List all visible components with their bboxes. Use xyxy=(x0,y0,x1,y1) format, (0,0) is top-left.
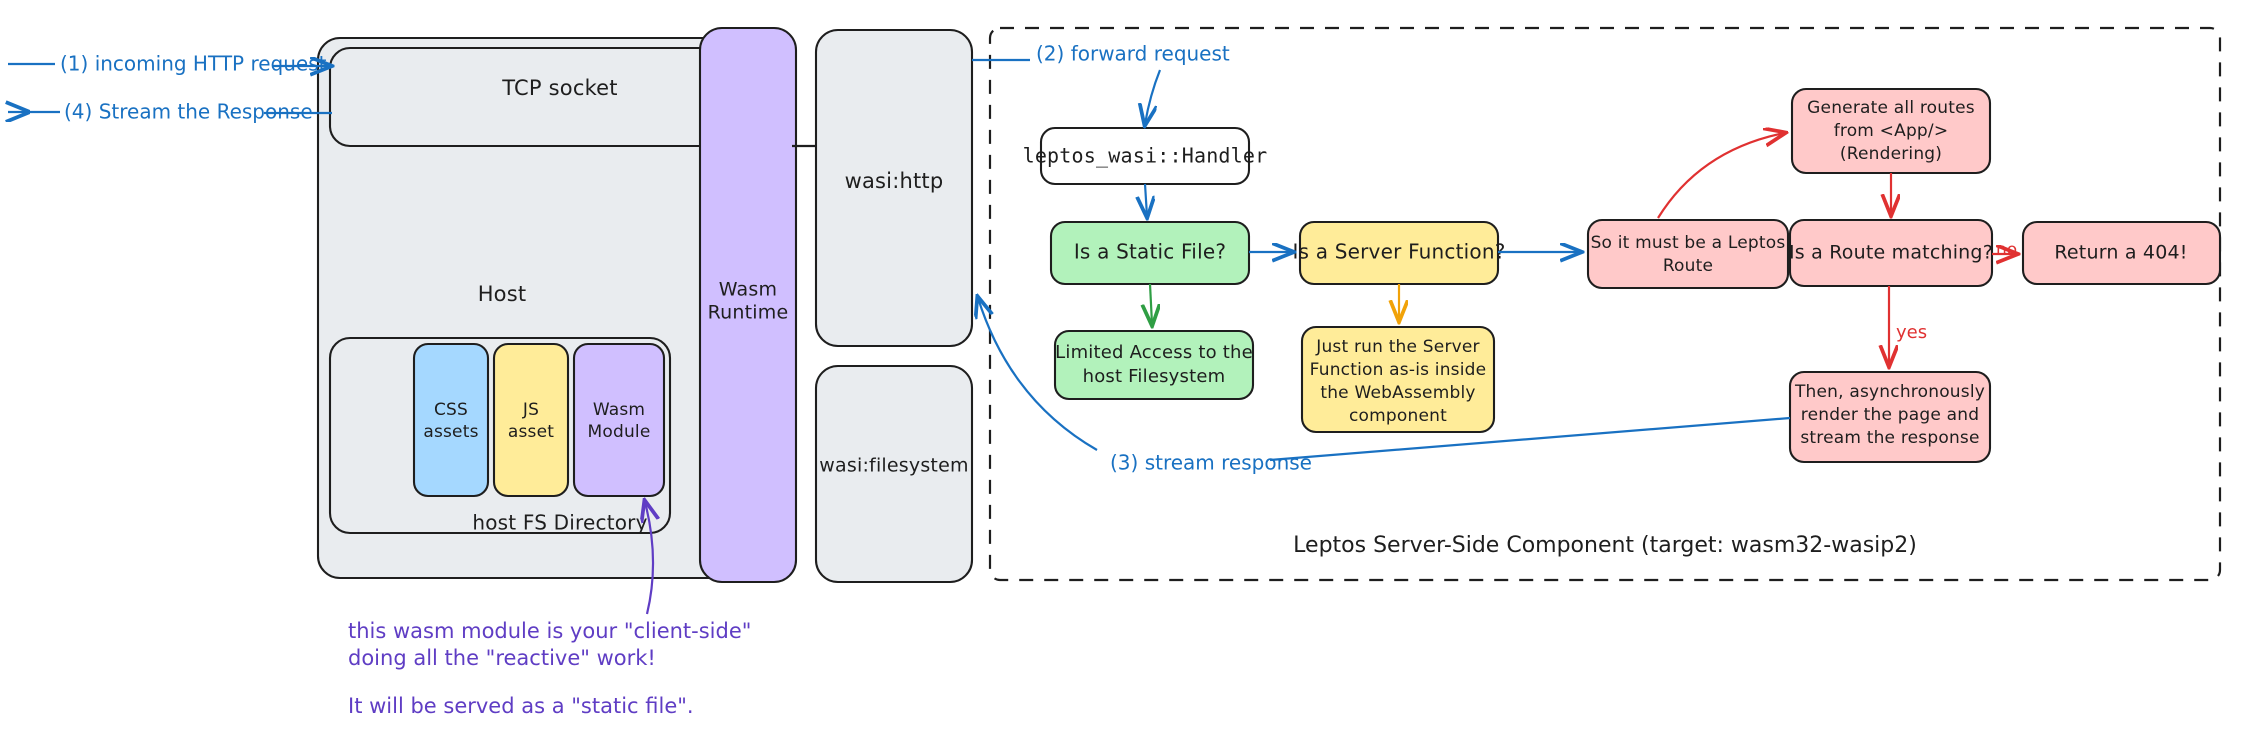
is-server-function-label: Is a Server Function? xyxy=(1292,240,1505,264)
js-asset-node: JS asset xyxy=(492,342,570,498)
wasm-runtime-box xyxy=(698,26,798,584)
async-render-label-1: Then, asynchronously xyxy=(1794,382,1985,402)
limited-access-node: Limited Access to the host Filesystem xyxy=(1053,329,1255,401)
is-server-function-node: Is a Server Function? xyxy=(1292,220,1505,286)
wasi-filesystem-label: wasi:filesystem xyxy=(819,455,968,477)
wasm-runtime-node: Wasm Runtime xyxy=(698,26,798,584)
js-asset-box xyxy=(492,342,570,498)
edge-forward-request: (2) forward request xyxy=(972,42,1230,125)
return-404-label: Return a 404! xyxy=(2054,242,2187,264)
edge-leptos-route-to-generate-routes xyxy=(1657,133,1784,219)
limited-access-label-2: host Filesystem xyxy=(1083,366,1226,387)
async-render-node: Then, asynchronously render the page and… xyxy=(1788,370,1992,464)
is-route-matching-label: Is a Route matching? xyxy=(1789,242,1993,264)
stream-response-curve xyxy=(978,298,1098,451)
edge-route-matching-to-async-render: yes xyxy=(1889,286,1927,365)
wasm-runtime-label-2: Runtime xyxy=(708,302,789,324)
tcp-socket-label: TCP socket xyxy=(501,76,618,100)
just-run-label-2: Function as-is inside xyxy=(1310,360,1487,380)
handler-node: leptos_wasi::Handler xyxy=(1023,126,1268,186)
wasi-filesystem-box xyxy=(814,364,974,584)
stream-response-long-line xyxy=(1269,416,1791,462)
must-be-leptos-route-label-1: So it must be a Leptos xyxy=(1591,233,1786,253)
edge-static-file-to-limited-access xyxy=(1150,283,1152,324)
css-assets-node: CSS assets xyxy=(412,342,490,498)
edge-stream-the-response: (4) Stream the Response xyxy=(8,100,332,124)
just-run-server-function-box xyxy=(1300,325,1496,434)
edge-label-no: no xyxy=(1996,240,2017,260)
leptos-component-caption: Leptos Server-Side Component (target: wa… xyxy=(1293,533,1917,558)
css-assets-label-1: CSS xyxy=(434,400,468,420)
generate-routes-node: Generate all routes from <App/> (Renderi… xyxy=(1790,87,1992,175)
wasm-module-label-2: Module xyxy=(587,422,650,442)
edge-label-yes: yes xyxy=(1896,322,1927,343)
limited-access-label-1: Limited Access to the xyxy=(1055,342,1253,363)
async-render-label-3: stream the response xyxy=(1800,428,1979,448)
generate-routes-label-1: Generate all routes xyxy=(1807,98,1975,118)
js-asset-label-2: asset xyxy=(508,422,554,442)
wasm-module-annotation: this wasm module is your "client-side" d… xyxy=(348,619,751,718)
edge-handler-to-static-file xyxy=(1145,183,1147,216)
wasi-http-node: wasi:http xyxy=(814,28,974,348)
wasi-filesystem-node: wasi:filesystem xyxy=(814,364,974,584)
css-assets-box xyxy=(412,342,490,498)
host-label: Host xyxy=(478,282,527,306)
return-404-box xyxy=(2021,220,2222,286)
is-static-file-label: Is a Static File? xyxy=(1074,240,1226,264)
stream-response-label: (3) stream response xyxy=(1110,451,1312,475)
wasm-note-line-2: doing all the "reactive" work! xyxy=(348,646,656,670)
just-run-label-1: Just run the Server xyxy=(1315,337,1480,357)
wasm-module-label-1: Wasm xyxy=(593,400,645,420)
stream-the-response-label: (4) Stream the Response xyxy=(64,100,313,124)
generate-routes-label-3: (Rendering) xyxy=(1840,144,1942,164)
edge-route-matching-to-404: no xyxy=(1992,240,2017,260)
host-fs-directory-label: host FS Directory xyxy=(472,511,647,535)
must-be-leptos-route-label-2: Route xyxy=(1663,256,1713,276)
generate-routes-label-2: from <App/> xyxy=(1834,121,1949,141)
return-404-node: Return a 404! xyxy=(2021,220,2222,286)
wasm-note-line-1: this wasm module is your "client-side" xyxy=(348,619,751,643)
wasm-runtime-label-1: Wasm xyxy=(719,279,777,301)
is-static-file-node: Is a Static File? xyxy=(1049,220,1251,286)
handler-label: leptos_wasi::Handler xyxy=(1023,144,1268,168)
just-run-label-4: component xyxy=(1349,406,1447,426)
must-be-leptos-route-node: So it must be a Leptos Route xyxy=(1586,218,1790,290)
must-be-leptos-route-box xyxy=(1586,218,1790,290)
tcp-socket-node: TCP socket xyxy=(328,46,794,148)
js-asset-label-1: JS xyxy=(522,400,539,420)
edge-stream-response: (3) stream response xyxy=(978,298,1791,475)
async-render-label-2: render the page and xyxy=(1801,405,1979,425)
forward-request-curve xyxy=(1145,69,1162,124)
async-render-box xyxy=(1788,370,1992,464)
wasm-note-line-3: It will be served as a "static file". xyxy=(348,694,694,718)
forward-request-label: (2) forward request xyxy=(1036,42,1230,66)
wasi-http-label: wasi:http xyxy=(845,169,944,193)
leptos-component-container: Leptos Server-Side Component (target: wa… xyxy=(988,26,2222,582)
css-assets-label-2: assets xyxy=(423,422,478,442)
just-run-server-function-node: Just run the Server Function as-is insid… xyxy=(1300,325,1496,434)
limited-access-box xyxy=(1053,329,1255,401)
incoming-request-label: (1) incoming HTTP request xyxy=(60,52,327,76)
is-route-matching-node: Is a Route matching? xyxy=(1788,218,1994,288)
just-run-label-3: the WebAssembly xyxy=(1320,383,1475,403)
leptos-component-dashed-box xyxy=(988,26,2222,582)
wasm-module-box xyxy=(572,342,666,498)
edge-wasm-note-pointer xyxy=(645,502,653,615)
wasi-http-box xyxy=(814,28,974,348)
edge-incoming-request: (1) incoming HTTP request xyxy=(8,52,330,76)
wasm-module-node: Wasm Module xyxy=(572,342,666,498)
